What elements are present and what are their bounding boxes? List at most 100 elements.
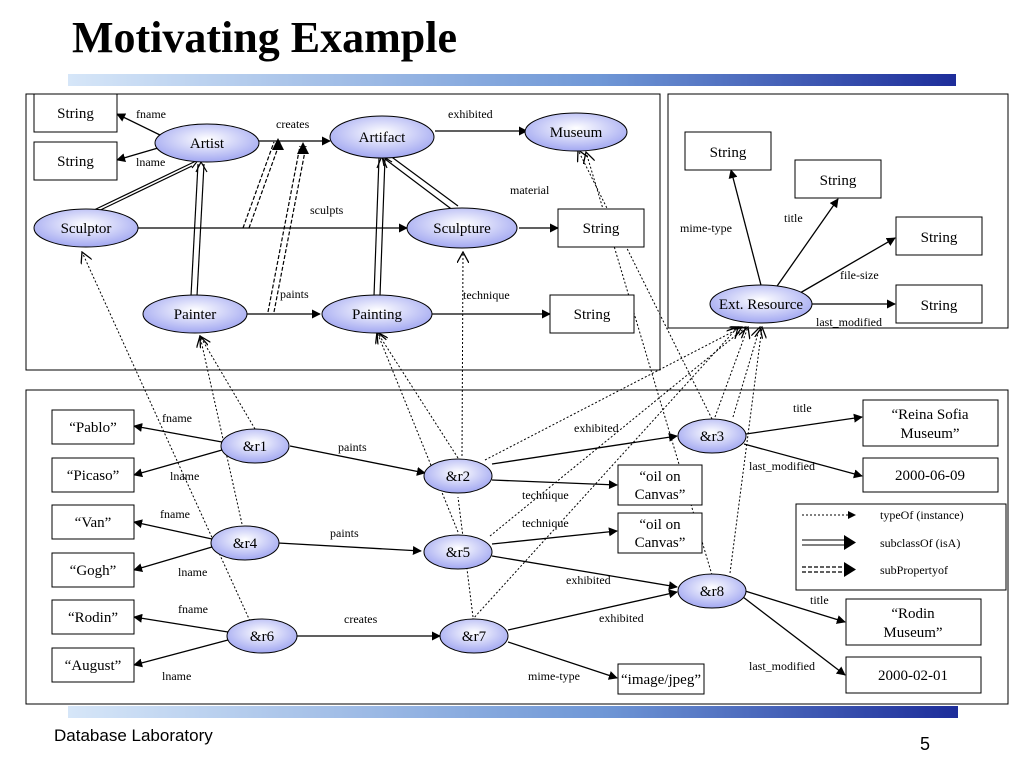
svg-text:title: title [793,401,812,415]
svg-text:paints: paints [338,440,367,454]
subproperty-arrowhead [272,138,284,150]
svg-text:&r1: &r1 [243,439,267,455]
string-title-node: String [794,159,882,199]
svg-text:lname: lname [170,469,199,483]
svg-text:“Picaso”: “Picaso” [67,468,119,484]
svg-text:exhibited: exhibited [448,107,493,121]
svg-text:&r5: &r5 [446,545,470,561]
svg-text:“Van”: “Van” [75,515,112,531]
svg-text:technique: technique [463,288,510,302]
svg-text:Ext. Resource: Ext. Resource [719,297,803,313]
legend-subproperty-label: subPropertyof [880,563,948,577]
page-number: 5 [920,734,931,754]
legend-subclass-label: subclassOf (isA) [880,536,960,550]
resource-r8-node: &r8 [677,573,747,609]
svg-text:&r3: &r3 [700,429,724,445]
svg-text:file-size: file-size [840,268,879,282]
painting-class-node: Painting [321,294,433,334]
string-lastmod-node: String [895,284,983,324]
string-mime-node: String [684,131,772,171]
title-divider-bar [68,74,956,86]
svg-text:lname: lname [178,565,207,579]
svg-text:&r7: &r7 [462,629,487,645]
legend: typeOf (instance) subclassOf (isA) subPr… [795,503,1007,591]
svg-text:2000-02-01: 2000-02-01 [878,668,948,684]
svg-text:lname: lname [136,155,165,169]
schema-panel [25,93,661,371]
svg-text:Museum”: Museum” [900,426,959,442]
string-lname-node: String [33,141,118,181]
svg-text:“oil on: “oil on [639,469,681,485]
literal-date-2-node: 2000-02-01 [845,656,982,694]
resource-r6-node: &r6 [226,618,298,654]
svg-text:“August”: “August” [65,658,122,674]
svg-text:technique: technique [522,488,569,502]
svg-text:String: String [57,154,94,170]
svg-text:String: String [583,221,620,237]
svg-text:mime-type: mime-type [528,669,580,683]
instance-panel [25,389,1009,705]
svg-text:sculpts: sculpts [310,203,344,217]
literal-image-jpeg-node: “image/jpeg” [617,663,705,695]
svg-text:&r6: &r6 [250,629,275,645]
svg-text:creates: creates [344,612,378,626]
svg-text:Artist: Artist [190,136,225,152]
svg-text:last_modified: last_modified [816,315,882,329]
subproperty-edges [242,141,307,313]
sculpture-class-node: Sculpture [406,207,518,249]
legend-typeof-label: typeOf (instance) [880,508,964,522]
svg-text:Artifact: Artifact [359,130,406,146]
ext-resource-class-node: Ext. Resource [709,284,813,324]
svg-text:String: String [710,145,747,161]
svg-text:Canvas”: Canvas” [635,535,686,551]
literal-august-node: “August” [51,647,135,683]
literal-reina-sofia-node: “Reina Sofia Museum” [862,399,999,447]
legend-subproperty-arrowhead [844,562,856,577]
sculptor-class-node: Sculptor [33,208,139,248]
svg-text:fname: fname [178,602,208,616]
svg-text:creates: creates [276,117,310,131]
resource-r2-node: &r2 [423,458,493,494]
footer-divider-bar [68,706,958,718]
painter-class-node: Painter [142,294,248,334]
svg-text:mime-type: mime-type [680,221,732,235]
schema-property-edges [116,113,559,319]
string-technique-node: String [549,294,635,334]
artifact-class-node: Artifact [329,115,435,159]
svg-text:last_modified: last_modified [749,659,815,673]
literal-pablo-node: “Pablo” [51,409,135,445]
string-fname-node: String [33,93,118,133]
svg-text:Painter: Painter [174,307,217,323]
resource-panel [667,93,1009,329]
svg-text:“Rodin: “Rodin [891,606,935,622]
svg-text:title: title [784,211,803,225]
svg-text:exhibited: exhibited [574,421,619,435]
svg-text:Sculpture: Sculpture [433,221,491,237]
svg-text:material: material [510,183,550,197]
svg-text:&r2: &r2 [446,469,470,485]
literal-rodin-node: “Rodin” [51,599,135,635]
svg-text:paints: paints [280,287,309,301]
svg-text:paints: paints [330,526,359,540]
svg-text:fname: fname [162,411,192,425]
svg-text:last_modified: last_modified [749,459,815,473]
resource-r4-node: &r4 [210,525,280,561]
svg-text:“Pablo”: “Pablo” [69,420,116,436]
string-filesize-node: String [895,216,983,256]
svg-text:2000-06-09: 2000-06-09 [895,468,965,484]
legend-subclass-arrowhead [844,535,856,550]
svg-text:“Rodin”: “Rodin” [68,610,118,626]
literal-rodin-museum-node: “Rodin Museum” [845,598,982,646]
literal-oil-canvas-2-node: “oil on Canvas” [617,512,703,554]
subproperty-arrowhead [297,142,309,154]
literal-gogh-node: “Gogh” [51,552,135,588]
resource-r1-node: &r1 [220,428,290,464]
subclass-edges [89,154,459,297]
svg-text:Museum: Museum [550,125,603,141]
resource-r3-node: &r3 [677,418,747,454]
svg-text:String: String [820,173,857,189]
legend-typeof-arrowhead [848,511,856,519]
svg-text:title: title [810,593,829,607]
resource-r7-node: &r7 [439,618,509,654]
